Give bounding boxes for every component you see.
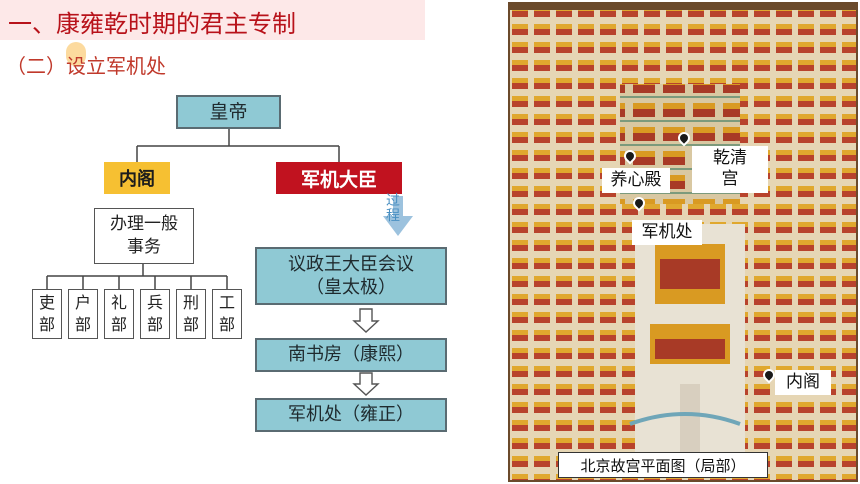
down-arrow-1 xyxy=(352,308,380,333)
highlight-marker xyxy=(66,42,86,66)
dept-box-bing: 兵部 xyxy=(140,289,170,339)
map-label-yangxindian: 养心殿 xyxy=(602,168,670,194)
emperor-box: 皇帝 xyxy=(176,95,281,129)
banli-line-1: 办理一般 xyxy=(110,214,178,235)
dept-box-li: 吏部 xyxy=(32,289,62,339)
page-title: 一、康雍乾时期的君主专制 xyxy=(8,10,296,38)
nanshufang-box: 南书房（康熙） xyxy=(255,338,447,372)
dept-box-xing: 刑部 xyxy=(176,289,206,339)
dept-char: 部 xyxy=(110,315,127,334)
diagram-connectors xyxy=(46,129,413,396)
yizheng-line-2: （皇太极） xyxy=(306,277,396,298)
dept-char: 部 xyxy=(182,315,199,334)
dept-box-li2: 礼部 xyxy=(104,289,134,339)
dept-char: 部 xyxy=(74,315,91,334)
section-subtitle: （二）设立军机处 xyxy=(6,54,166,78)
yizheng-box: 议政王大臣会议 （皇太极） xyxy=(255,247,447,305)
dept-char: 部 xyxy=(38,315,55,334)
map-caption: 北京故宫平面图（局部） xyxy=(558,452,768,478)
dept-char: 部 xyxy=(218,315,235,334)
map-label-qianqinggong: 乾清 宫 xyxy=(692,146,768,193)
junjichu-box: 军机处（雍正） xyxy=(255,398,447,432)
dept-char: 户 xyxy=(74,293,91,313)
neige-box: 内阁 xyxy=(104,162,170,194)
yizheng-line-1: 议政王大臣会议 xyxy=(288,253,414,275)
qianqing-line-2: 宫 xyxy=(721,169,739,190)
qianqing-line-1: 乾清 xyxy=(713,148,747,168)
process-char: 过 xyxy=(386,193,400,209)
process-char: 程 xyxy=(386,207,400,224)
junji-dachen-box: 军机大臣 xyxy=(276,162,402,194)
map-label-junjichu: 军机处 xyxy=(632,220,702,246)
process-arrow xyxy=(383,196,413,236)
title-band xyxy=(0,0,425,40)
dept-char: 工 xyxy=(218,293,235,313)
dept-char: 吏 xyxy=(38,293,55,313)
map-label-neige: 内阁 xyxy=(775,370,831,396)
dept-box-gong: 工部 xyxy=(212,289,242,339)
process-label: 过 程 xyxy=(386,193,400,224)
banli-line-2: 事务 xyxy=(127,237,161,257)
dept-char: 礼 xyxy=(110,293,127,313)
down-arrow-2 xyxy=(352,372,380,396)
dept-char: 部 xyxy=(146,315,163,334)
dept-box-hu: 户部 xyxy=(68,289,98,339)
dept-char: 兵 xyxy=(146,293,163,313)
banli-box: 办理一般 事务 xyxy=(94,208,194,264)
dept-char: 刑 xyxy=(182,293,199,313)
